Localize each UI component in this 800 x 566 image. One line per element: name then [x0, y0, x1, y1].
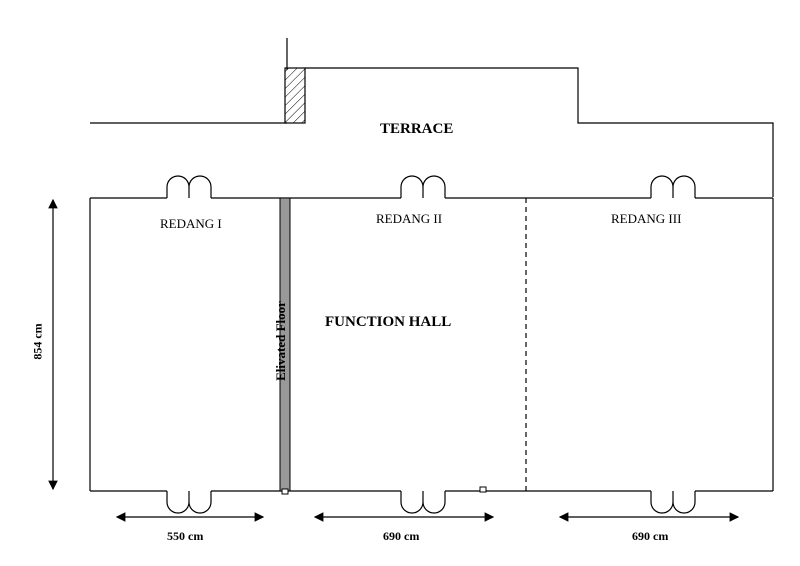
- room-label-redang-1: REDANG I: [160, 216, 222, 231]
- door-bottom-3: [650, 491, 696, 514]
- door-bottom-2: [400, 491, 446, 514]
- width-dimension-label-1: 550 cm: [167, 529, 204, 543]
- door-bottom-1: [166, 491, 212, 514]
- small-marker-1: [281, 488, 289, 495]
- function-hall-label: FUNCTION HALL: [325, 314, 452, 330]
- room-label-redang-3: REDANG III: [611, 211, 682, 226]
- terrace-outline: [90, 38, 774, 197]
- room-label-redang-2: REDANG II: [376, 211, 443, 226]
- hall-walls: [89, 197, 774, 492]
- door-top-3: [650, 175, 696, 198]
- terrace-label: TERRACE: [380, 121, 454, 137]
- height-dimension-label: 854 cm: [30, 323, 45, 360]
- dimension-arrows: [48, 198, 740, 522]
- small-marker-2: [479, 486, 487, 493]
- width-dimension-label-3: 690 cm: [632, 529, 669, 543]
- door-top-2: [400, 175, 446, 198]
- hatched-column: [284, 67, 306, 124]
- elevated-floor-label: Elivated Floor: [273, 301, 288, 381]
- width-dimension-label-2: 690 cm: [383, 529, 420, 543]
- door-top-1: [166, 175, 212, 198]
